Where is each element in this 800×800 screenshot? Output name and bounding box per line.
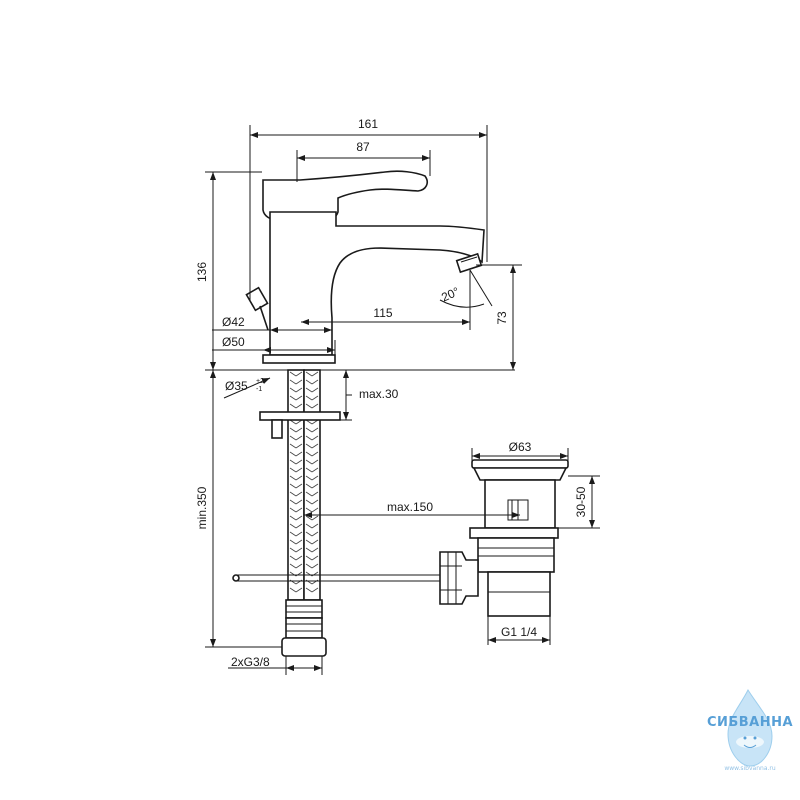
hose-nut-thread: [285, 617, 323, 639]
dim-min350: min.350: [195, 486, 209, 529]
dim-d50: Ø50: [222, 335, 245, 349]
dim-d35: Ø35: [225, 379, 248, 393]
waste-assembly: [439, 459, 569, 617]
dim-30-50: 30-50: [574, 486, 588, 517]
dim-d35-tol-plus: +2: [256, 378, 264, 385]
aerator: [455, 252, 483, 274]
dim-87: 87: [356, 140, 370, 154]
waste-cap: [471, 459, 569, 469]
faucet-body: [245, 170, 485, 364]
dim-g1-14: G1 1/4: [501, 625, 537, 639]
waste-flange: [469, 527, 559, 539]
faucet-column: [269, 211, 485, 356]
dimension-labels: 161 87 136 115 73 20° Ø42 Ø50 Ø35 +2 -1 …: [195, 117, 588, 669]
waste-side-connector: [439, 551, 479, 605]
dim-136: 136: [195, 262, 209, 282]
waste-body: [484, 479, 556, 529]
watermark-brand: СИБВАННА: [707, 715, 793, 730]
popup-knob: [245, 286, 269, 312]
dim-d42: Ø42: [222, 315, 245, 329]
dimension-lines: [205, 125, 600, 675]
hose-nut-upper: [285, 599, 323, 619]
base-plate: [262, 354, 336, 364]
mounting-screw: [271, 419, 283, 439]
dim-d35-tol-minus: -1: [256, 386, 262, 393]
hoses: [259, 369, 341, 657]
dim-20deg: 20°: [439, 284, 461, 304]
hose-nut-lower: [281, 637, 327, 657]
watermark-url: www.sibvanna.ru: [724, 765, 776, 772]
dim-73: 73: [495, 311, 509, 325]
dim-d63: Ø63: [509, 440, 532, 454]
dim-2xg38: 2xG3/8: [231, 655, 270, 669]
waste-tail: [487, 571, 551, 617]
dim-161: 161: [358, 117, 378, 131]
water-drop-icon: [727, 688, 773, 767]
dim-115: 115: [373, 306, 392, 320]
watermark-logo: СИБВАННА www.sibvanna.ru: [707, 688, 793, 772]
dim-max150: max.150: [387, 500, 433, 514]
dim-max30: max.30: [359, 387, 399, 401]
waste-tube: [477, 537, 555, 573]
popup-rod: [232, 574, 440, 582]
mounting-nut: [259, 411, 341, 421]
